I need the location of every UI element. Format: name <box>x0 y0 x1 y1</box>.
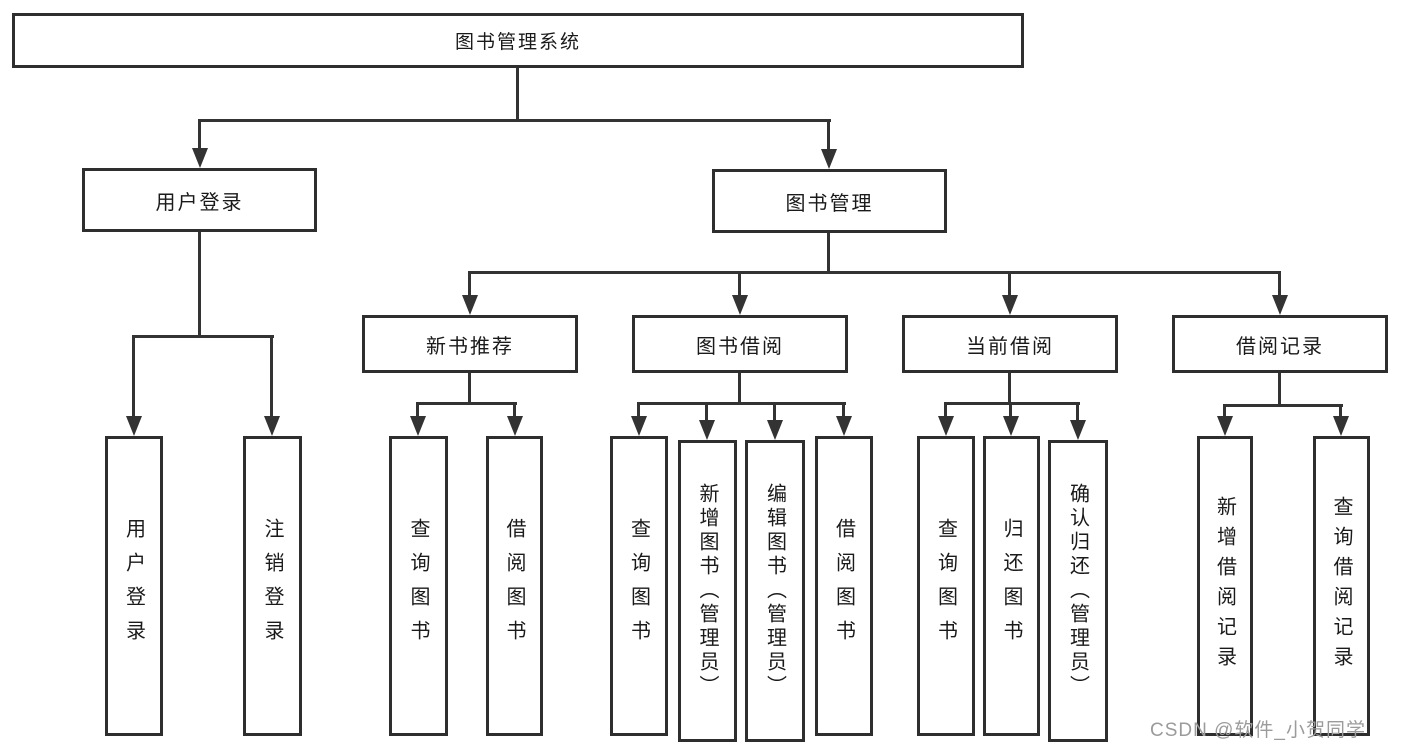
arrow-down-icon <box>126 416 142 436</box>
connector-line <box>270 335 273 416</box>
arrow-down-icon <box>938 416 954 436</box>
connector-line <box>842 402 845 416</box>
connector-line <box>132 335 135 416</box>
connector-line <box>1076 402 1079 420</box>
connector-line <box>827 233 830 274</box>
leaf-query-borrow-record: 查询借阅记录 <box>1313 436 1370 736</box>
arrow-down-icon <box>410 416 426 436</box>
leaf-query-books: 查询图书 <box>389 436 448 736</box>
arrow-down-icon <box>821 149 837 169</box>
connector-line <box>1223 404 1343 407</box>
connector-line <box>637 402 846 405</box>
connector-line <box>198 119 831 122</box>
arrow-down-icon <box>732 295 748 315</box>
connector-line <box>198 119 201 148</box>
connector-line <box>198 232 201 338</box>
connector-line <box>738 271 741 295</box>
connector-line <box>1278 271 1281 295</box>
connector-line <box>705 402 708 420</box>
leaf-add-book-admin: 新增图书（管理员） <box>678 440 737 742</box>
connector-line <box>738 373 741 404</box>
arrow-down-icon <box>1003 416 1019 436</box>
connector-line <box>416 402 517 405</box>
arrow-down-icon <box>1333 416 1349 436</box>
connector-line <box>773 402 776 420</box>
connector-line <box>637 402 640 416</box>
arrow-down-icon <box>507 416 523 436</box>
node-current-borrowing: 当前借阅 <box>902 315 1118 373</box>
leaf-edit-book-admin: 编辑图书（管理员） <box>745 440 805 742</box>
arrow-down-icon <box>192 148 208 168</box>
leaf-add-borrow-record: 新增借阅记录 <box>1197 436 1253 736</box>
connector-line <box>416 402 419 416</box>
node-user-login: 用户登录 <box>82 168 317 232</box>
arrow-down-icon <box>631 416 647 436</box>
leaf-borrow-books: 借阅图书 <box>815 436 873 736</box>
connector-line <box>1008 373 1011 404</box>
connector-line <box>944 402 1080 405</box>
node-library-system: 图书管理系统 <box>12 13 1024 68</box>
leaf-borrow-books: 借阅图书 <box>486 436 543 736</box>
arrow-down-icon <box>836 416 852 436</box>
connector-line <box>1278 373 1281 407</box>
connector-line <box>1339 404 1342 416</box>
connector-line <box>944 402 947 416</box>
connector-line <box>1009 402 1012 416</box>
watermark-text: CSDN @软件_小贺同学 <box>1150 720 1366 741</box>
leaf-return-books: 归还图书 <box>983 436 1040 736</box>
arrow-down-icon <box>462 295 478 315</box>
arrow-down-icon <box>699 420 715 440</box>
arrow-down-icon <box>264 416 280 436</box>
arrow-down-icon <box>1002 295 1018 315</box>
arrow-down-icon <box>1272 295 1288 315</box>
connector-line <box>827 119 830 149</box>
connector-line <box>132 335 274 338</box>
leaf-user-login: 用户登录 <box>105 436 163 736</box>
leaf-query-books: 查询图书 <box>610 436 668 736</box>
connector-line <box>1223 404 1226 416</box>
arrow-down-icon <box>767 420 783 440</box>
leaf-query-books: 查询图书 <box>917 436 975 736</box>
connector-line <box>1008 271 1011 295</box>
connector-line <box>468 373 471 404</box>
node-book-borrowing: 图书借阅 <box>632 315 848 373</box>
connector-line <box>513 402 516 416</box>
connector-line <box>468 271 1281 274</box>
node-borrowing-records: 借阅记录 <box>1172 315 1388 373</box>
node-new-book-recommendation: 新书推荐 <box>362 315 578 373</box>
node-book-management: 图书管理 <box>712 169 947 233</box>
arrow-down-icon <box>1070 420 1086 440</box>
connector-line <box>468 271 471 295</box>
leaf-logout: 注销登录 <box>243 436 302 736</box>
connector-line <box>516 68 519 122</box>
arrow-down-icon <box>1217 416 1233 436</box>
leaf-confirm-return-admin: 确认归还（管理员） <box>1048 440 1108 742</box>
